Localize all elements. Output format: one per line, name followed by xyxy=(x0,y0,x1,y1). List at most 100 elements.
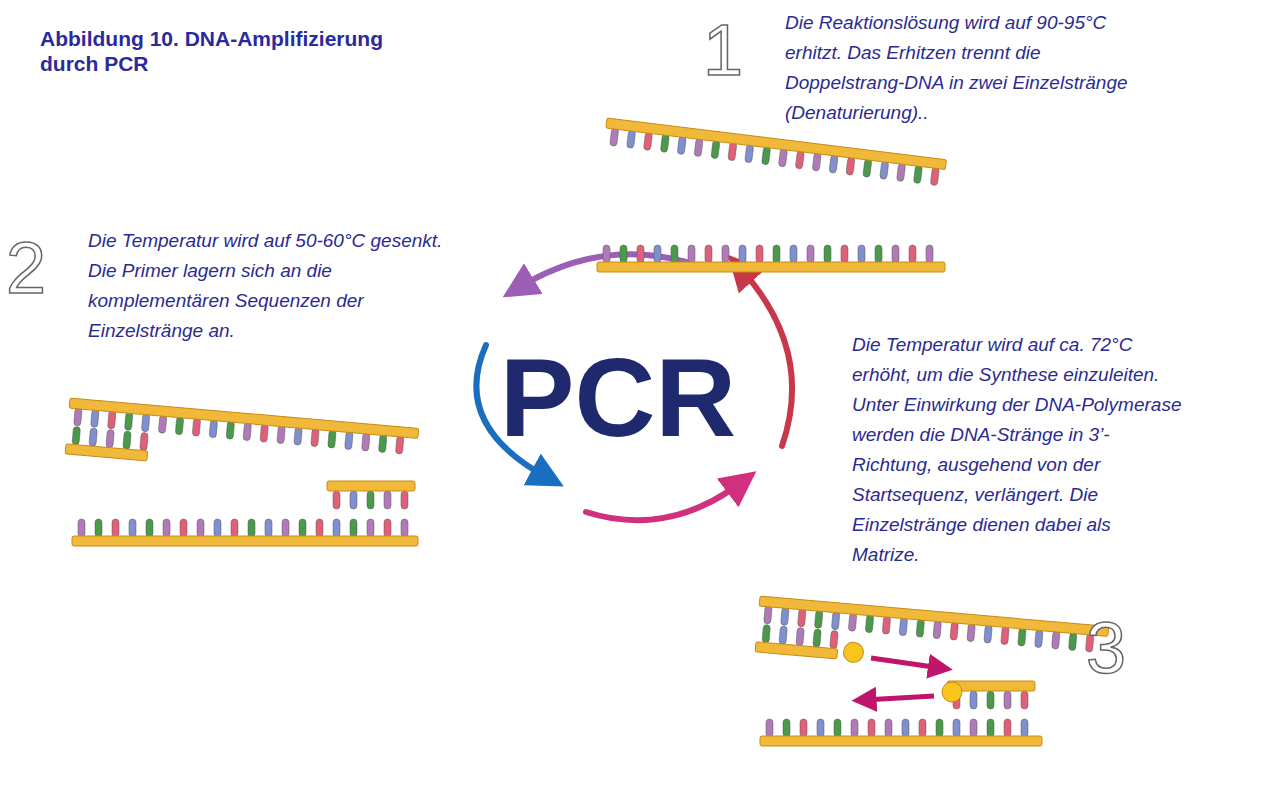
base xyxy=(880,161,889,180)
base xyxy=(764,605,773,624)
step-description: Die Temperatur wird auf 50-60°C gesenkt.… xyxy=(88,226,473,346)
base xyxy=(231,519,238,537)
base xyxy=(265,519,272,537)
base xyxy=(848,613,857,632)
cycle-arrows xyxy=(476,254,792,520)
base xyxy=(778,148,787,167)
base xyxy=(783,719,790,737)
base xyxy=(78,519,85,537)
base xyxy=(106,429,115,448)
base xyxy=(797,608,806,627)
base xyxy=(395,436,404,455)
base xyxy=(745,144,754,163)
base xyxy=(790,245,797,263)
polymerase xyxy=(942,682,962,702)
base xyxy=(1001,626,1010,645)
backbone xyxy=(69,398,419,438)
base xyxy=(813,629,822,648)
base xyxy=(970,719,977,737)
step-description: Die Reaktionslösung wird auf 90-95°C erh… xyxy=(785,8,1145,128)
base xyxy=(705,245,712,263)
base xyxy=(91,409,100,428)
base xyxy=(882,616,891,635)
base xyxy=(311,428,320,447)
base xyxy=(384,491,391,509)
base xyxy=(987,691,994,709)
base xyxy=(350,491,357,509)
base xyxy=(830,630,839,649)
backbone xyxy=(327,481,415,491)
base xyxy=(299,519,306,537)
base xyxy=(909,245,916,263)
base xyxy=(1018,628,1027,647)
base xyxy=(277,425,286,444)
base xyxy=(936,719,943,737)
base xyxy=(916,619,925,638)
base xyxy=(967,623,976,642)
base xyxy=(1004,691,1011,709)
base xyxy=(950,622,959,641)
base xyxy=(885,719,892,737)
backbone xyxy=(759,596,1109,636)
base xyxy=(328,430,337,449)
step-description: Die Temperatur wird auf ca. 72°C erhöht,… xyxy=(852,330,1182,570)
step-number: 3 xyxy=(1086,612,1126,684)
base xyxy=(384,519,391,537)
base xyxy=(226,421,235,440)
base xyxy=(762,146,771,165)
base xyxy=(401,519,408,537)
base xyxy=(711,140,720,159)
backbone xyxy=(606,118,947,170)
base xyxy=(902,719,909,737)
base xyxy=(1004,719,1011,737)
base xyxy=(1052,631,1061,650)
base xyxy=(637,245,644,263)
base xyxy=(824,245,831,263)
step-number: 2 xyxy=(6,232,46,304)
base xyxy=(350,519,357,537)
base xyxy=(362,433,371,452)
base xyxy=(812,153,821,172)
base xyxy=(345,431,354,450)
base xyxy=(671,245,678,263)
base xyxy=(779,626,788,645)
base xyxy=(243,422,252,441)
dna-strand xyxy=(597,245,945,272)
base xyxy=(688,245,695,263)
cycle-arrow xyxy=(586,482,742,520)
base xyxy=(766,719,773,737)
base xyxy=(773,245,780,263)
base xyxy=(858,245,865,263)
base xyxy=(175,416,184,435)
base xyxy=(814,610,823,629)
base xyxy=(796,627,805,646)
base xyxy=(140,432,149,451)
polymerase xyxy=(843,642,865,664)
base xyxy=(367,491,374,509)
base xyxy=(333,491,340,509)
base xyxy=(192,418,201,437)
base xyxy=(762,624,771,643)
base xyxy=(800,719,807,737)
base xyxy=(863,159,872,178)
dna-strand xyxy=(755,596,1109,684)
base xyxy=(367,519,374,537)
base xyxy=(603,245,610,263)
base xyxy=(834,719,841,737)
base xyxy=(892,245,899,263)
base xyxy=(123,431,132,450)
step-number: 1 xyxy=(703,14,743,86)
base xyxy=(282,519,289,537)
base xyxy=(970,691,977,709)
base xyxy=(1035,629,1044,648)
base xyxy=(868,719,875,737)
base xyxy=(260,424,269,443)
base xyxy=(933,620,942,639)
cycle-arrow xyxy=(740,268,792,446)
dna-strand xyxy=(760,681,1042,746)
base xyxy=(89,428,98,447)
base xyxy=(124,412,133,431)
base xyxy=(627,130,636,149)
base xyxy=(654,245,661,263)
base xyxy=(919,719,926,737)
